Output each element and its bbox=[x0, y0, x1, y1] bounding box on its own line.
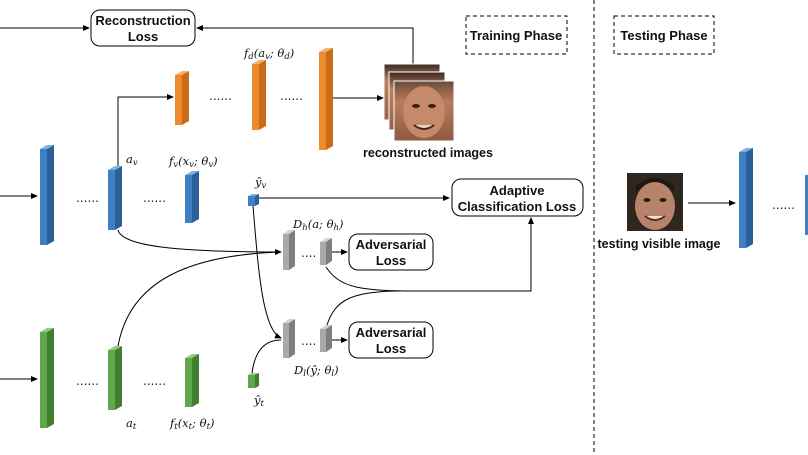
visible-ellipsis-2: ...... bbox=[143, 191, 166, 205]
arrow-at-to-dh bbox=[117, 251, 282, 347]
thermal-encoder-block-2 bbox=[108, 346, 122, 410]
testing-phase-label: Testing Phase bbox=[613, 15, 715, 55]
discriminator-l-block-2 bbox=[320, 325, 332, 352]
adversarial-loss-bottom-box: Adversarial Loss bbox=[348, 321, 434, 359]
testing-visible-caption: testing visible image bbox=[598, 237, 721, 251]
decoder-block-2 bbox=[252, 60, 266, 130]
reconstructed-face-images bbox=[383, 63, 455, 142]
arrow-av-to-decoder bbox=[117, 94, 174, 166]
dh-ellipsis: .... bbox=[301, 246, 316, 260]
visible-encoder-block-2 bbox=[108, 166, 122, 230]
test-encoder-block-1 bbox=[739, 148, 753, 248]
visible-ellipsis-1: ...... bbox=[76, 191, 99, 205]
arrow-yv-to-dl bbox=[252, 205, 282, 339]
decoder-block-1 bbox=[175, 71, 189, 125]
visible-encoder-block-1 bbox=[40, 145, 54, 245]
ft-label: ft(xt; θt) bbox=[169, 416, 214, 432]
reconstruction-loss-box: Reconstruction Loss bbox=[90, 9, 196, 47]
testing-visible-face-image bbox=[627, 173, 683, 231]
arrow-yt-to-dl bbox=[251, 339, 282, 374]
test-ellipsis: ...... bbox=[772, 198, 795, 212]
dl-label: Dl(ŷ; θl) bbox=[293, 363, 339, 379]
adversarial-bottom-text-2: Loss bbox=[376, 341, 406, 356]
reconstruction-loss-text-1: Reconstruction bbox=[95, 13, 190, 28]
discriminator-h-block-1 bbox=[283, 230, 295, 270]
at-label: at bbox=[126, 416, 137, 432]
testing-phase-text: Testing Phase bbox=[620, 28, 707, 43]
thermal-ellipsis-1: ...... bbox=[76, 374, 99, 388]
visible-encoder-block-3 bbox=[185, 171, 199, 223]
training-phase-text: Training Phase bbox=[470, 28, 562, 43]
av-label: av bbox=[126, 152, 138, 168]
thermal-encoder-block-3 bbox=[185, 354, 199, 407]
fv-label: fv(xv; θv) bbox=[168, 154, 218, 170]
reconstruction-loss-text-2: Loss bbox=[128, 29, 158, 44]
discriminator-h-block-2 bbox=[320, 238, 332, 265]
yt-output-block bbox=[248, 373, 259, 388]
adaptive-text-2: Classification Loss bbox=[458, 199, 576, 214]
adversarial-loss-top-box: Adversarial Loss bbox=[348, 233, 434, 271]
adaptive-text-1: Adaptive bbox=[490, 183, 545, 198]
test-encoder-block-2-partial bbox=[805, 175, 808, 235]
yv-output-block bbox=[248, 194, 259, 206]
decoder-block-3 bbox=[319, 48, 333, 150]
arrow-to-classification-loss bbox=[325, 217, 534, 292]
fd-label: fd(av; θd) bbox=[243, 46, 294, 62]
adversarial-top-text-2: Loss bbox=[376, 253, 406, 268]
decoder-ellipsis-1: ...... bbox=[209, 89, 232, 103]
adversarial-top-text-1: Adversarial bbox=[356, 237, 427, 252]
reconstructed-images-caption: reconstructed images bbox=[363, 146, 493, 160]
decoder-ellipsis-2: ...... bbox=[280, 89, 303, 103]
discriminator-l-block-1 bbox=[283, 319, 295, 358]
link-dl-to-classification bbox=[326, 290, 401, 326]
training-phase-label: Training Phase bbox=[465, 15, 568, 55]
dl-ellipsis: .... bbox=[301, 334, 316, 348]
yt-label: ŷt bbox=[253, 393, 265, 409]
yv-label: ŷv bbox=[254, 175, 267, 191]
arrow-av-to-dh bbox=[117, 229, 282, 255]
dh-label: Dh(a; θh) bbox=[292, 217, 344, 233]
adversarial-bottom-text-1: Adversarial bbox=[356, 325, 427, 340]
arrow-to-reconstruction-right bbox=[196, 25, 414, 64]
thermal-ellipsis-2: ...... bbox=[143, 374, 166, 388]
thermal-encoder-block-1 bbox=[40, 328, 54, 428]
adaptive-classification-loss-box: Adaptive Classification Loss bbox=[451, 178, 584, 217]
